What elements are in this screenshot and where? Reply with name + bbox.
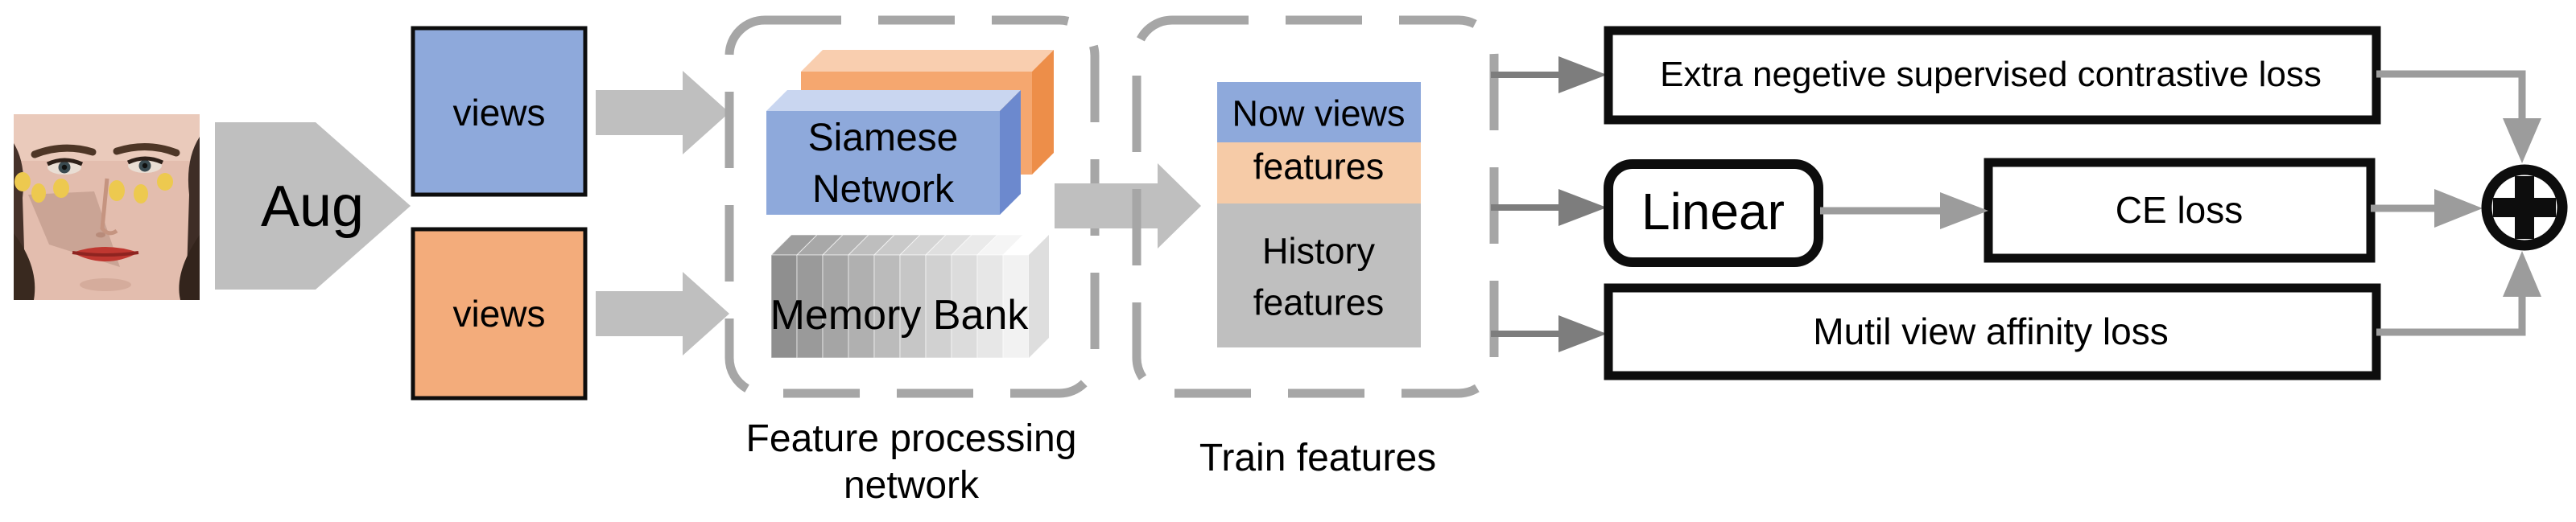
- fp-caption-line1: Feature processing: [745, 417, 1077, 460]
- history-label-line2: features: [1253, 282, 1385, 323]
- plus-sum-icon: [2481, 164, 2568, 251]
- affinity-loss-label: Mutil view affinity loss: [1813, 310, 2169, 352]
- train-features-caption: Train features: [1199, 437, 1437, 479]
- memory-slab: [925, 254, 952, 359]
- face-pupil-left: [61, 164, 68, 171]
- block-arrow-to-train-features: [1055, 163, 1201, 249]
- memory-slab: [796, 254, 824, 359]
- siamese-label-line1: Siamese: [807, 117, 959, 159]
- sum-plus-vbar: [2515, 176, 2534, 239]
- memory-slab: [1002, 254, 1030, 359]
- now-features-label: features: [1253, 146, 1385, 187]
- memory-slab: [899, 254, 927, 359]
- arrowhead-to-linear: [1558, 189, 1607, 226]
- views-label-orange: views: [452, 293, 546, 335]
- ce-loss-label: CE loss: [2115, 189, 2244, 231]
- memory-slab: [951, 254, 978, 359]
- face-chin-shadow: [80, 278, 131, 291]
- now-features-band-orange: [1217, 142, 1421, 203]
- memory-slab: [822, 254, 849, 359]
- history-features-band-gray: [1217, 203, 1421, 347]
- face-nose: [100, 178, 118, 236]
- memory-slab: [976, 254, 1004, 359]
- connector-bottom-loss: [2376, 294, 2526, 336]
- arrowheads-to-losses: [1558, 56, 1607, 352]
- face-brow-right: [113, 142, 180, 157]
- face-lip-line: [72, 251, 139, 257]
- orange-cuboid-side: [1032, 50, 1054, 175]
- aug-label: Aug: [260, 175, 365, 239]
- input-face-image: [14, 114, 200, 300]
- arrowhead-into-sum-top: [2503, 118, 2541, 163]
- views-box-blue: [411, 26, 588, 197]
- arrowhead-to-contrastive: [1558, 56, 1607, 93]
- affinity-loss-box: [1604, 283, 2381, 380]
- siamese-label-line2: Network: [811, 168, 955, 211]
- aug-chevron-arrow: [215, 122, 411, 290]
- face-lash-left: [46, 158, 84, 166]
- blue-cuboid-top: [766, 90, 1021, 111]
- face-nostril: [96, 232, 105, 238]
- face-pupil-right: [142, 162, 148, 169]
- face-landmark-dots: [14, 172, 173, 203]
- history-label-line1: History: [1261, 230, 1376, 272]
- fp-caption-line2: network: [843, 464, 980, 507]
- block-arrow-top-views: [596, 71, 729, 154]
- arrowhead-into-sum-bottom: [2503, 251, 2541, 297]
- arrowhead-into-sum-left: [2434, 189, 2483, 228]
- face-hair-bottom-right: [179, 235, 200, 300]
- memory-slab: [848, 254, 875, 359]
- memory-slab-side: [1029, 235, 1049, 358]
- sum-connector-lines: [2371, 70, 2526, 336]
- blue-cuboid-front: [766, 111, 1000, 215]
- memory-bank-label: Memory Bank: [770, 292, 1029, 339]
- arrowhead-to-affinity: [1558, 315, 1607, 352]
- memory-bank-slabs: [770, 234, 1051, 359]
- arrows-to-losses: [1491, 72, 1562, 337]
- sum-connector-arrowheads: [2434, 118, 2541, 297]
- face-lash-right: [126, 156, 164, 165]
- face-brow-left: [31, 144, 97, 158]
- arrowhead-linear-to-ce: [1940, 192, 1988, 229]
- blue-cuboid-side: [1000, 90, 1021, 215]
- block-arrow-bottom-views: [596, 272, 729, 356]
- orange-cuboid-top: [801, 50, 1054, 72]
- linear-box: [1604, 159, 1823, 267]
- views-label-blue: views: [452, 92, 546, 134]
- memory-slab: [770, 254, 798, 359]
- face-hair-bottom-left: [14, 233, 35, 300]
- now-views-band-blue: [1217, 82, 1421, 142]
- siamese-network-cuboid: [766, 90, 1021, 215]
- now-views-label: Now views: [1232, 92, 1406, 134]
- contrastive-loss-label: Extra negetive supervised contrastive lo…: [1660, 55, 2322, 94]
- connector-top-loss: [2376, 70, 2526, 121]
- views-box-orange: [411, 227, 588, 401]
- linear-label: Linear: [1641, 183, 1785, 240]
